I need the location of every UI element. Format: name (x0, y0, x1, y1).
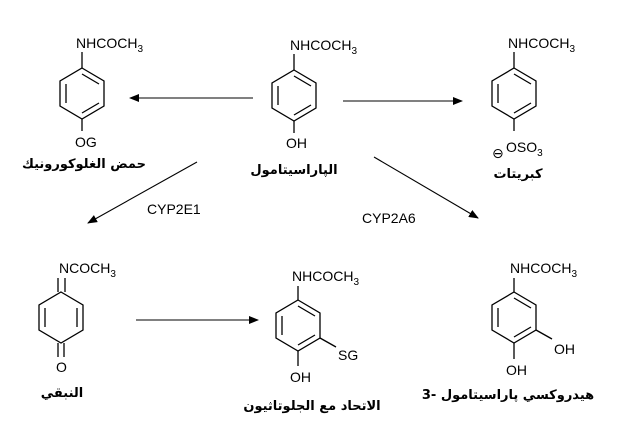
glucuronide-top-sub: 3 (137, 44, 143, 55)
paracetamol-double-bond (293, 104, 312, 116)
paracetamol-double-bond (293, 75, 312, 87)
paracetamol-bottom-group: OH (286, 135, 307, 151)
glucuronide-bottom-group: OG (75, 134, 97, 150)
svg-text:NCOCH3: NCOCH3 (59, 260, 116, 280)
svg-text:OSO3: OSO3 (506, 139, 543, 159)
sulfate-top-sub: 3 (569, 44, 575, 55)
glutathione-bottom-group: OH (290, 369, 311, 385)
svg-text:NHCOCH3: NHCOCH3 (76, 35, 143, 55)
hydroxy-double-bond (513, 326, 532, 338)
sulfate-molecule: NHCOCH3 ⊖ OSO3 كبريتات (491, 35, 575, 182)
paracetamol-molecule: NHCOCH3 OH الپاراسيتامول (250, 37, 357, 178)
arrow-to-hydroxy (373, 156, 479, 219)
arrow-to-napqi (87, 161, 198, 224)
sulfate-name: كبريتات (493, 167, 543, 182)
napqi-bottom-group: O (56, 359, 67, 375)
sulfate-bottom-group: OSO (506, 139, 537, 155)
glutathione-double-bond (297, 334, 316, 346)
sulfate-bottom-sub: 3 (537, 148, 543, 159)
glucuronide-molecule: NHCOCH3 OG حمض الغلوكورونيك (22, 35, 146, 172)
enzyme-cyp2a6-label: CYP2A6 (362, 210, 416, 226)
napqi-molecule: NCOCH3 O النبقي (38, 260, 116, 401)
hydroxy-top-group: NHCOCH (510, 260, 571, 276)
hydroxy-molecule: NHCOCH3 OH OH 3- هيدروكسي پاراسيتامول (422, 260, 594, 403)
glutathione-double-bond (297, 305, 316, 317)
hydroxy-bottom-group: OH (506, 362, 527, 378)
paracetamol-name: الپاراسيتامول (250, 163, 337, 178)
svg-text:NHCOCH3: NHCOCH3 (508, 35, 575, 55)
glutathione-s-bond (319, 337, 337, 348)
sulfate-double-bond (513, 102, 532, 114)
svg-text:NHCOCH3: NHCOCH3 (290, 37, 357, 57)
glucuronide-top-group: NHCOCH (76, 35, 137, 51)
hydroxy-side-group: OH (554, 341, 575, 357)
svg-text:NHCOCH3: NHCOCH3 (510, 260, 577, 280)
hydroxy-name: 3- هيدروكسي پاراسيتامول (422, 388, 594, 403)
glucuronide-double-bond (81, 73, 100, 85)
glucuronide-name: حمض الغلوكورونيك (22, 157, 146, 172)
sulfate-charge: ⊖ (492, 145, 504, 161)
svg-text:NHCOCH3: NHCOCH3 (292, 268, 359, 288)
sulfate-double-bond (513, 73, 532, 85)
enzyme-cyp2e1-label: CYP2E1 (147, 201, 201, 217)
napqi-top-sub: 3 (110, 269, 116, 280)
napqi-name: النبقي (41, 386, 83, 401)
hydroxy-oh-bond (535, 329, 553, 340)
paracetamol-top-group: NHCOCH (290, 37, 351, 53)
paracetamol-top-sub: 3 (351, 46, 357, 57)
hydroxy-top-sub: 3 (571, 269, 577, 280)
napqi-top-group: NCOCH (59, 260, 110, 276)
sulfate-top-group: NHCOCH (508, 35, 569, 51)
glutathione-top-sub: 3 (353, 277, 359, 288)
glutathione-name: الاتحاد مع الجلوتاثيون (243, 399, 380, 414)
glucuronide-double-bond (81, 102, 100, 114)
napqi-ring (38, 291, 84, 344)
glutathione-side-group: SG (338, 347, 358, 363)
hydroxy-double-bond (513, 297, 532, 309)
glutathione-molecule: NHCOCH3 SG OH الاتحاد مع الجلوتاثيون (243, 268, 380, 414)
glutathione-top-group: NHCOCH (292, 268, 353, 284)
